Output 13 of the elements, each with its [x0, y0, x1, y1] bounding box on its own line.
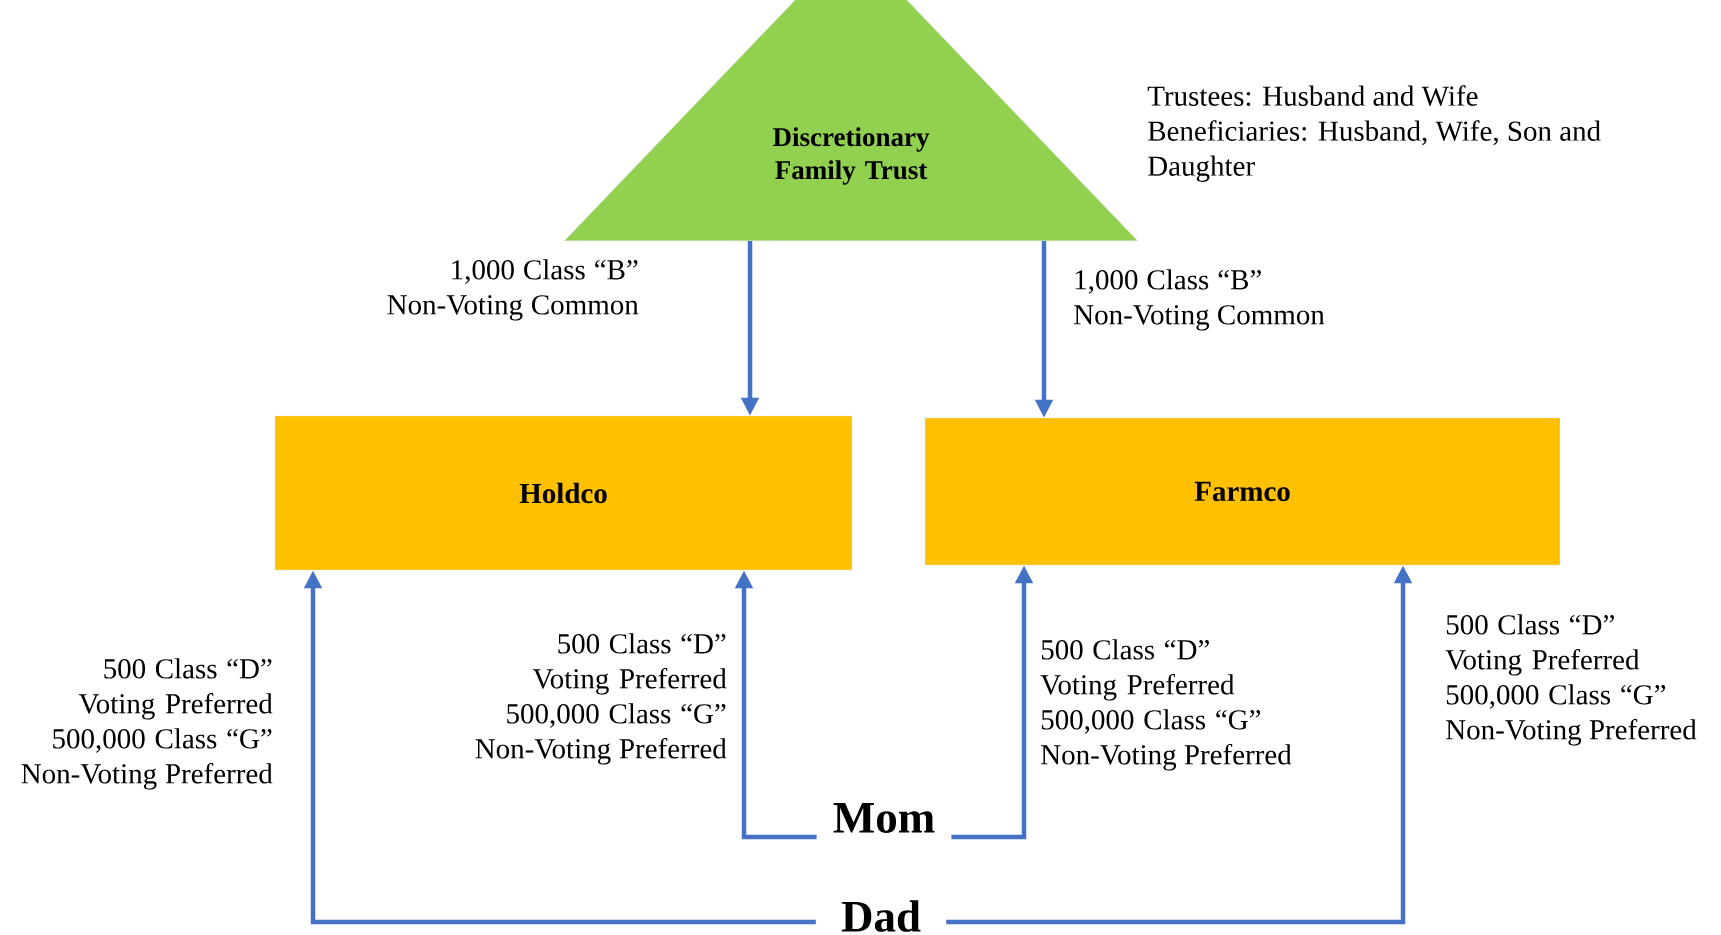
edge-label: 500 Class “D” Voting Preferred 500,000 Class “G” Non-Voting Preferred [1444, 613, 1716, 747]
person-label: Mom [833, 803, 935, 833]
person-label: Dad [841, 900, 921, 932]
company-box: Holdco [274, 415, 853, 571]
edge-label: 1,000 Class “B” Non-Voting Common [368, 258, 640, 322]
edge-label: 1,000 Class “B” Non-Voting Common [1072, 268, 1344, 332]
edge-label: 500 Class “D” Voting Preferred 500,000 Class “G” Non-Voting Preferred [1039, 638, 1311, 772]
note-text: Beneficiaries: Husband, Wife, Son and Daughter [1148, 120, 1601, 182]
edge-label: 500 Class “D” Voting Preferred 500,000 Class “G” Non-Voting Preferred [456, 632, 728, 766]
company-box: Farmco [924, 417, 1561, 566]
note-text: Trustees: Husband and Wife [1147, 85, 1478, 107]
triangle-node: Discretionary Family Trust [564, 0, 1138, 241]
edge-label: 500 Class “D” Voting Preferred 500,000 Class “G” Non-Voting Preferred [2, 657, 274, 791]
